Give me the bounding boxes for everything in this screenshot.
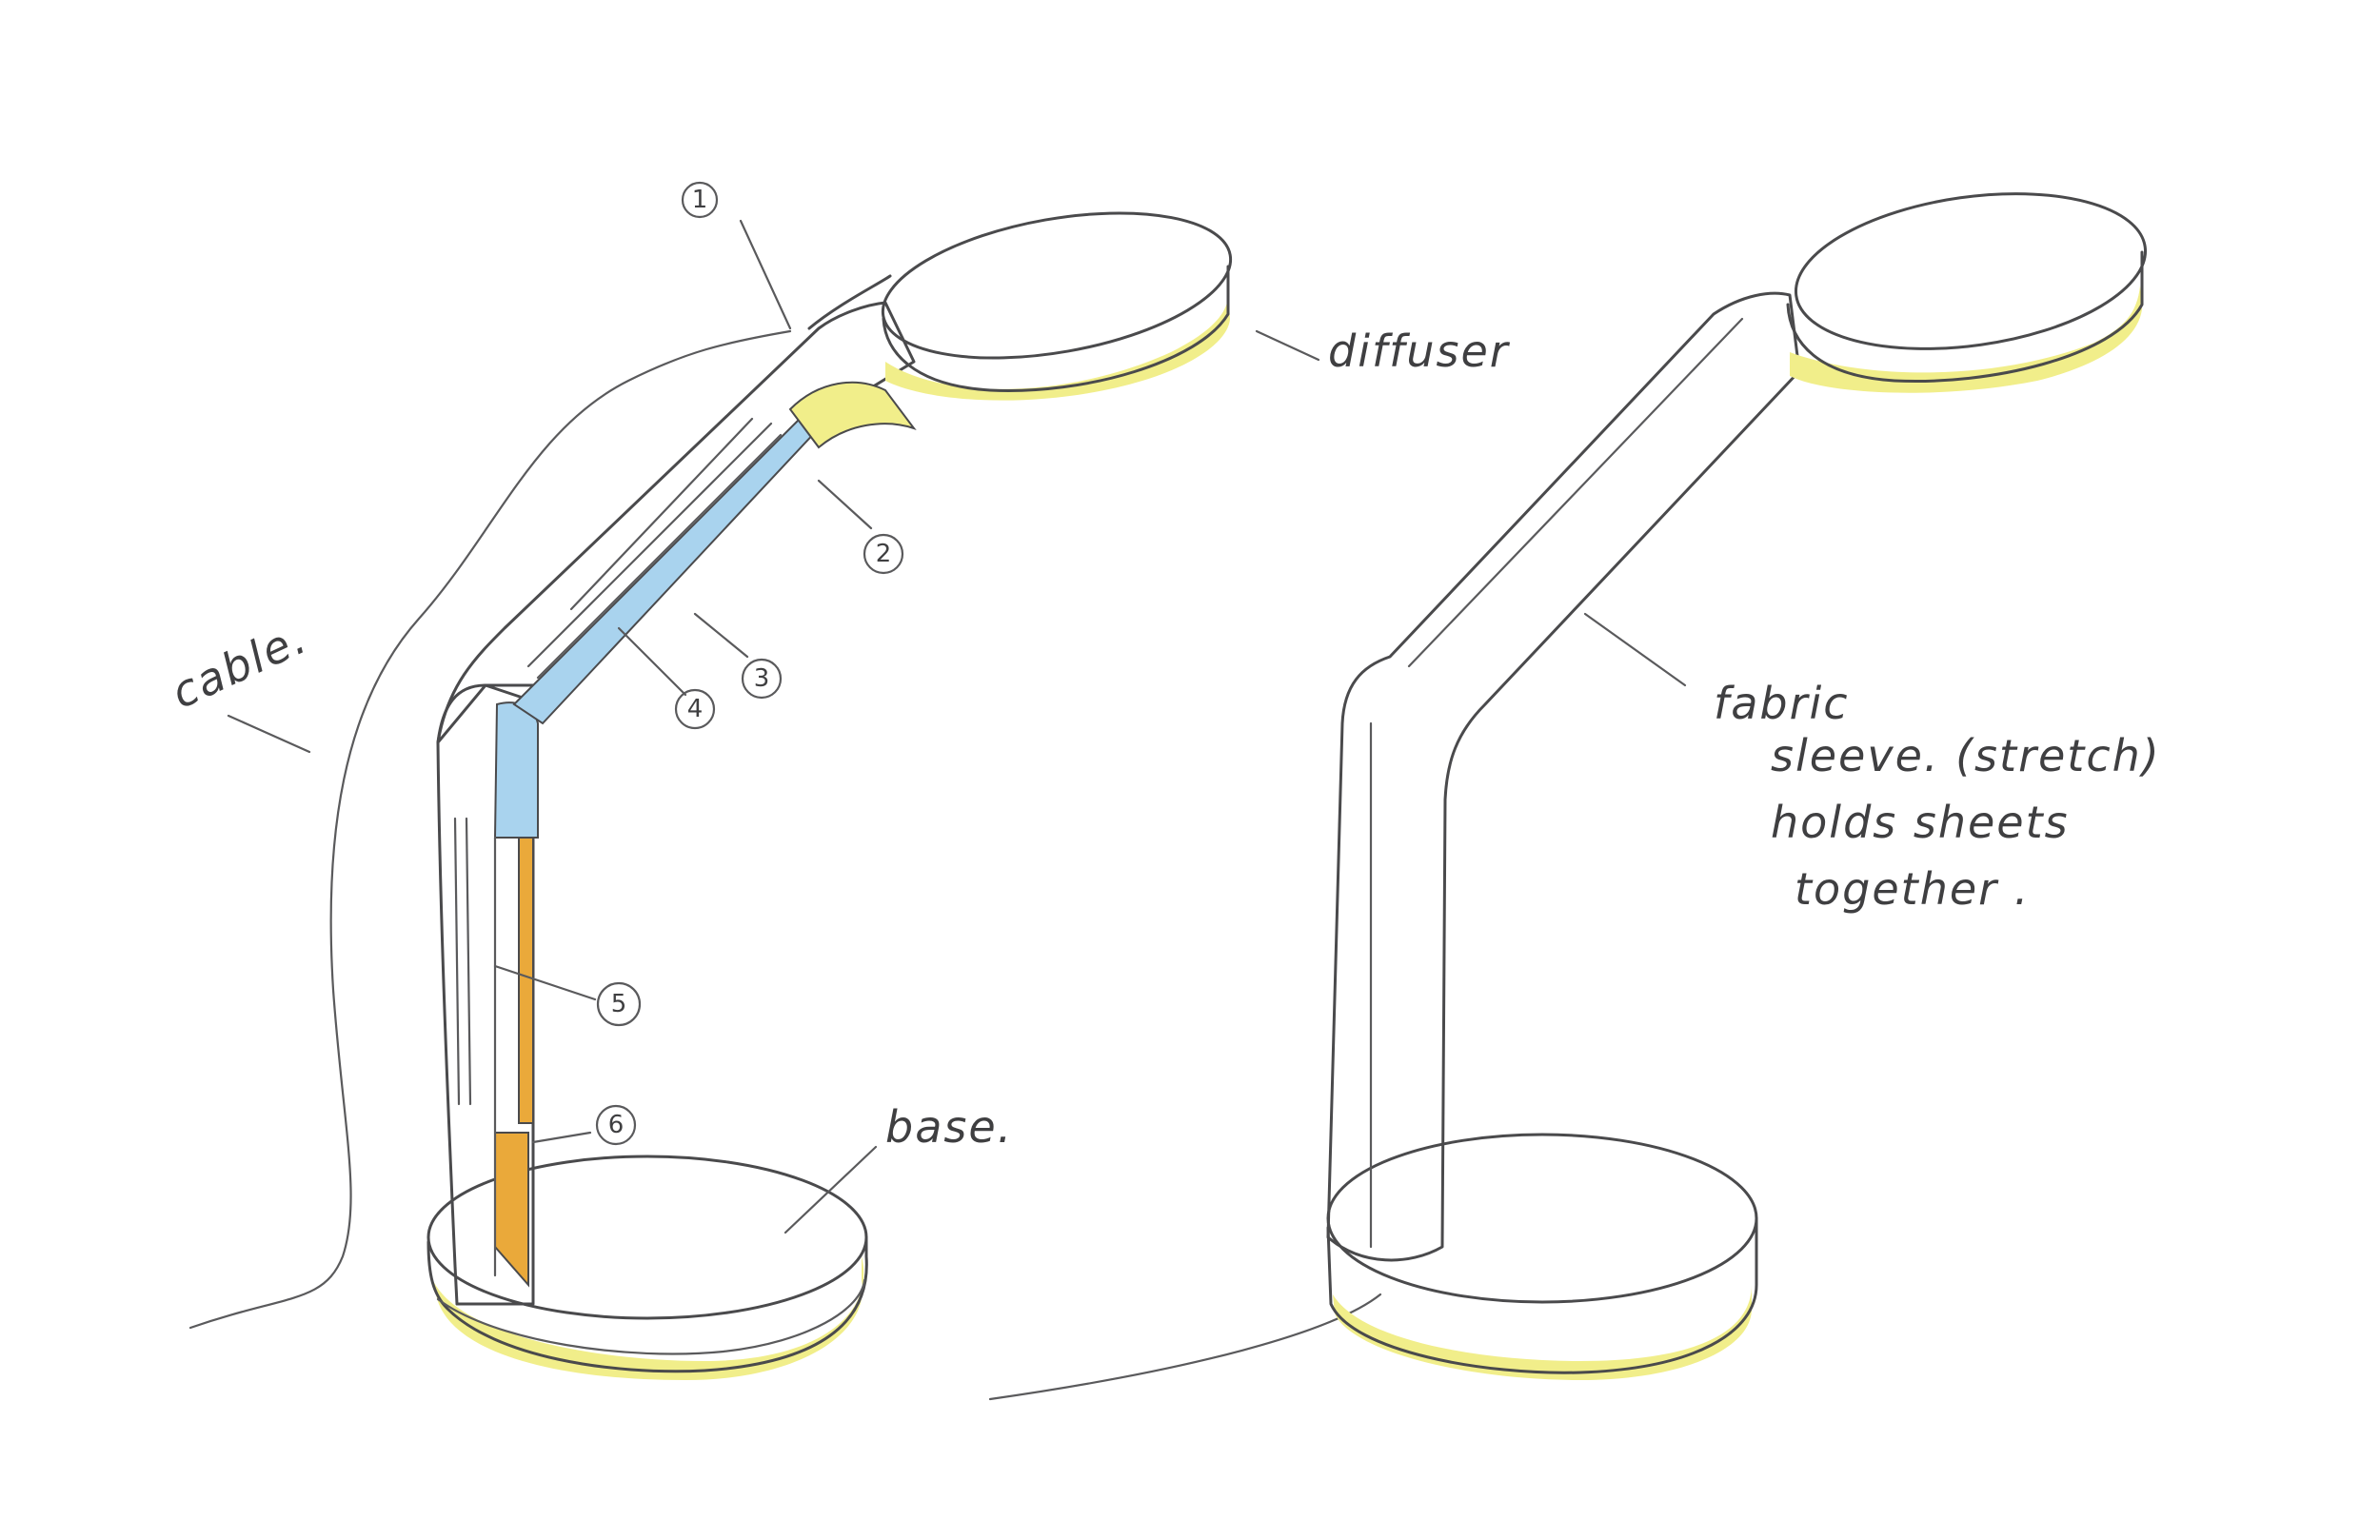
orange-sheet-lower bbox=[494, 1132, 529, 1288]
arm-slot-line-2 bbox=[536, 433, 783, 680]
callout-circle-1 bbox=[681, 181, 719, 219]
cable-label: cable. bbox=[164, 611, 315, 718]
cable-leader bbox=[227, 714, 311, 754]
stem-slot-line bbox=[453, 817, 461, 1106]
stem-shell bbox=[436, 683, 535, 1306]
arm-slot-line bbox=[526, 422, 773, 668]
arm-shell bbox=[436, 301, 916, 744]
arm-yellow-sheet bbox=[788, 381, 917, 449]
note-line-2: sleeve. (stretch) bbox=[1771, 730, 2161, 781]
sleeve-body bbox=[1326, 291, 1801, 1262]
lamp-right-sleeve bbox=[988, 192, 2148, 1401]
note-line-1: fabric bbox=[1714, 678, 1850, 729]
arm-blue-sheet bbox=[512, 417, 821, 725]
callout-circle-6 bbox=[595, 1104, 637, 1146]
head-side-right bbox=[1786, 250, 2144, 384]
callout-number-1: 1 bbox=[692, 186, 708, 214]
cable-line bbox=[188, 329, 792, 1330]
callout-circle-3 bbox=[741, 658, 783, 700]
base-glow-ring-right bbox=[1333, 1285, 1752, 1380]
annotations: diffuser cable. base. fabric sleeve. (st… bbox=[164, 326, 2161, 1234]
cable-line-right bbox=[988, 1293, 1382, 1401]
callout-circle-2 bbox=[863, 533, 904, 575]
base-top-right bbox=[1326, 1133, 1758, 1304]
stem-slot-line-2 bbox=[465, 817, 472, 1106]
callout-leader-1 bbox=[739, 219, 792, 330]
head-neck bbox=[807, 274, 892, 330]
diffuser-label: diffuser bbox=[1328, 326, 1511, 377]
callout-leader-2 bbox=[817, 479, 873, 530]
diffuser-leader bbox=[1255, 329, 1320, 362]
head-top bbox=[881, 211, 1233, 360]
callout-number-3: 3 bbox=[754, 664, 770, 693]
callout-number-4: 4 bbox=[687, 695, 704, 723]
arm-slot-line-3 bbox=[569, 417, 754, 611]
callout-number-2: 2 bbox=[876, 540, 892, 568]
sleeve-leader bbox=[1583, 612, 1687, 687]
callouts: 1 2 3 4 5 6 bbox=[493, 181, 904, 1146]
note-line-4: together . bbox=[1795, 863, 2030, 915]
callout-leader-5 bbox=[493, 964, 597, 1001]
base-label: base. bbox=[885, 1101, 1013, 1153]
callout-circle-5 bbox=[596, 981, 642, 1027]
orange-sheet-upper bbox=[518, 837, 534, 1124]
head-glow-ring-right bbox=[1790, 286, 2142, 393]
base-glow-ring bbox=[428, 1256, 864, 1380]
callout-leader-6 bbox=[531, 1131, 592, 1144]
base-glow-line bbox=[436, 1278, 866, 1355]
base-leader bbox=[783, 1145, 878, 1234]
lamp-left-exploded bbox=[188, 211, 1233, 1380]
callout-leader-3 bbox=[693, 612, 749, 659]
blue-sheet-stem bbox=[493, 701, 539, 839]
head-side bbox=[882, 265, 1230, 392]
base-side-right bbox=[1326, 1216, 1758, 1374]
note-line-3: holds sheets bbox=[1771, 797, 2070, 848]
callout-circle-4 bbox=[674, 688, 716, 730]
callout-leader-4 bbox=[617, 626, 687, 697]
callout-number-5: 5 bbox=[611, 990, 627, 1018]
sleeve-seam-line bbox=[1407, 317, 1744, 668]
callout-number-6: 6 bbox=[608, 1111, 625, 1139]
head-top-right bbox=[1794, 192, 2148, 350]
head-glow-ring bbox=[885, 295, 1230, 401]
